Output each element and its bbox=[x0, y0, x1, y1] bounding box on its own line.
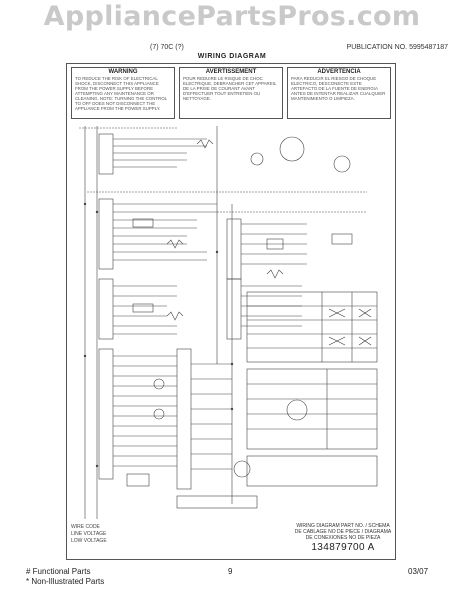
functional-parts-note: # Functional Parts bbox=[26, 567, 91, 576]
legend-line: LOW VOLTAGE bbox=[71, 538, 107, 544]
legend-line: LINE VOLTAGE bbox=[71, 531, 107, 537]
publication-value: 5995487187 bbox=[409, 44, 448, 51]
warning-box-en: WARNING TO REDUCE THE RISK OF ELECTRICAL… bbox=[71, 67, 175, 119]
footer-notes: # Functional Parts * Non-Illustrated Par… bbox=[26, 567, 104, 587]
warning-box-es: ADVERTENCIA PARA REDUCIR EL RIESGO DE CH… bbox=[287, 67, 391, 119]
model-header: (7) 70C (?) bbox=[150, 44, 184, 51]
publication-number: PUBLICATION NO. 5995487187 bbox=[347, 44, 448, 51]
non-illustrated-parts-note: * Non-Illustrated Parts bbox=[26, 577, 105, 586]
publication-label: PUBLICATION NO. bbox=[346, 44, 408, 51]
warning-body: PARA REDUCIR EL RIESGO DE CHOQUE ELECTRI… bbox=[291, 76, 386, 101]
wire-code-legend: WIRE CODE LINE VOLTAGE LOW VOLTAGE bbox=[71, 524, 107, 545]
warning-title: ADVERTENCIA bbox=[317, 69, 361, 75]
part-number: 134879700 A bbox=[311, 542, 375, 553]
warning-title: WARNING bbox=[108, 69, 138, 75]
warning-body: TO REDUCE THE RISK OF ELECTRICAL SHOCK, … bbox=[75, 76, 167, 111]
warning-body: POUR REDUIRE LE RISQUE DE CHOC ELECTRIQU… bbox=[183, 76, 277, 101]
revision-date: 03/07 bbox=[408, 567, 429, 576]
page-title: WIRING DIAGRAM bbox=[197, 53, 267, 60]
warning-box-fr: AVERTISSEMENT POUR REDUIRE LE RISQUE DE … bbox=[179, 67, 283, 119]
page-number: 9 bbox=[228, 567, 233, 576]
part-number-label: WIRING DIAGRAM PART NO. / SCHEMA DE CABL… bbox=[294, 523, 392, 541]
watermark-text: AppliancePartsPros.com bbox=[43, 1, 421, 32]
wiring-schematic bbox=[79, 126, 378, 519]
legend-line: WIRE CODE bbox=[71, 524, 100, 530]
warning-title: AVERTISSEMENT bbox=[205, 69, 257, 75]
wiring-diagram-sheet: WARNING TO REDUCE THE RISK OF ELECTRICAL… bbox=[66, 63, 396, 560]
